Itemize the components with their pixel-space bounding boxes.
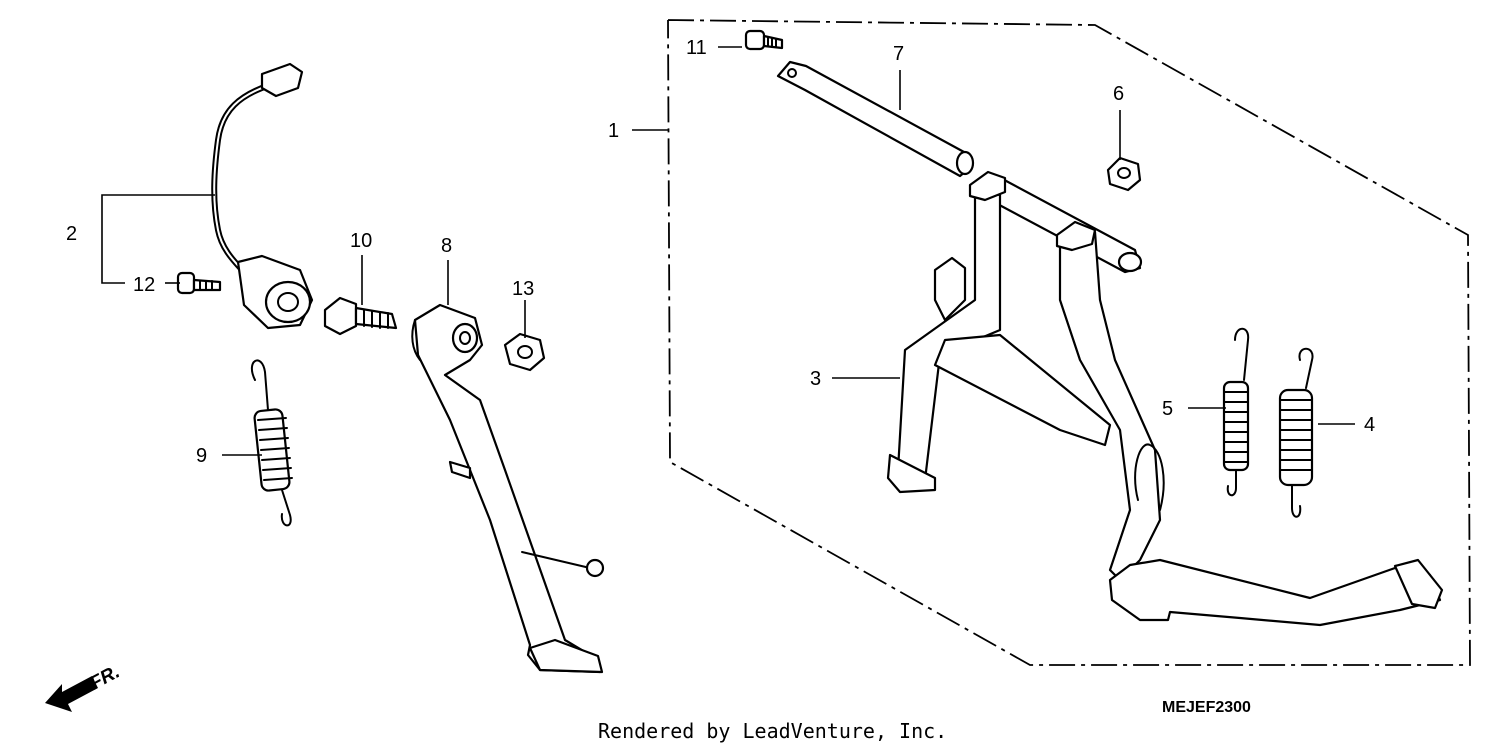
callout-4: 4	[1364, 414, 1375, 436]
part-11-bolt[interactable]	[744, 29, 784, 51]
callout-13: 13	[512, 278, 534, 300]
part-12-screw[interactable]	[176, 271, 222, 295]
callout-3: 3	[810, 368, 821, 390]
callout-11: 11	[686, 37, 707, 59]
assembly-outline	[667, 19, 1471, 666]
part-13-nut[interactable]	[503, 332, 546, 372]
part-6-nut[interactable]	[1106, 156, 1142, 192]
callout-1: 1	[608, 120, 619, 142]
part-3-main-stand[interactable]	[886, 170, 1444, 627]
render-credit: Rendered by LeadVenture, Inc.	[598, 719, 947, 743]
leader-lines	[101, 46, 1355, 456]
callout-5: 5	[1162, 398, 1173, 420]
callout-7: 7	[893, 43, 904, 65]
diagram-code: MEJEF2300	[1162, 699, 1251, 716]
front-direction-arrow: FR.	[45, 662, 123, 712]
callout-9: 9	[196, 445, 207, 467]
part-9-spring[interactable]	[250, 359, 293, 527]
part-10-pivot-bolt[interactable]	[323, 296, 398, 336]
callout-6: 6	[1113, 83, 1124, 105]
part-5-spring-small[interactable]	[1222, 327, 1250, 497]
part-4-spring-large[interactable]	[1278, 347, 1314, 518]
part-7-pivot-pipe[interactable]	[776, 60, 975, 178]
callout-10: 10	[350, 230, 372, 252]
callout-2: 2	[66, 223, 77, 245]
callout-12: 12	[133, 274, 155, 296]
callout-8: 8	[441, 235, 452, 257]
part-8-side-stand[interactable]	[411, 303, 605, 674]
part-2-side-stand-switch[interactable]	[211, 62, 314, 330]
